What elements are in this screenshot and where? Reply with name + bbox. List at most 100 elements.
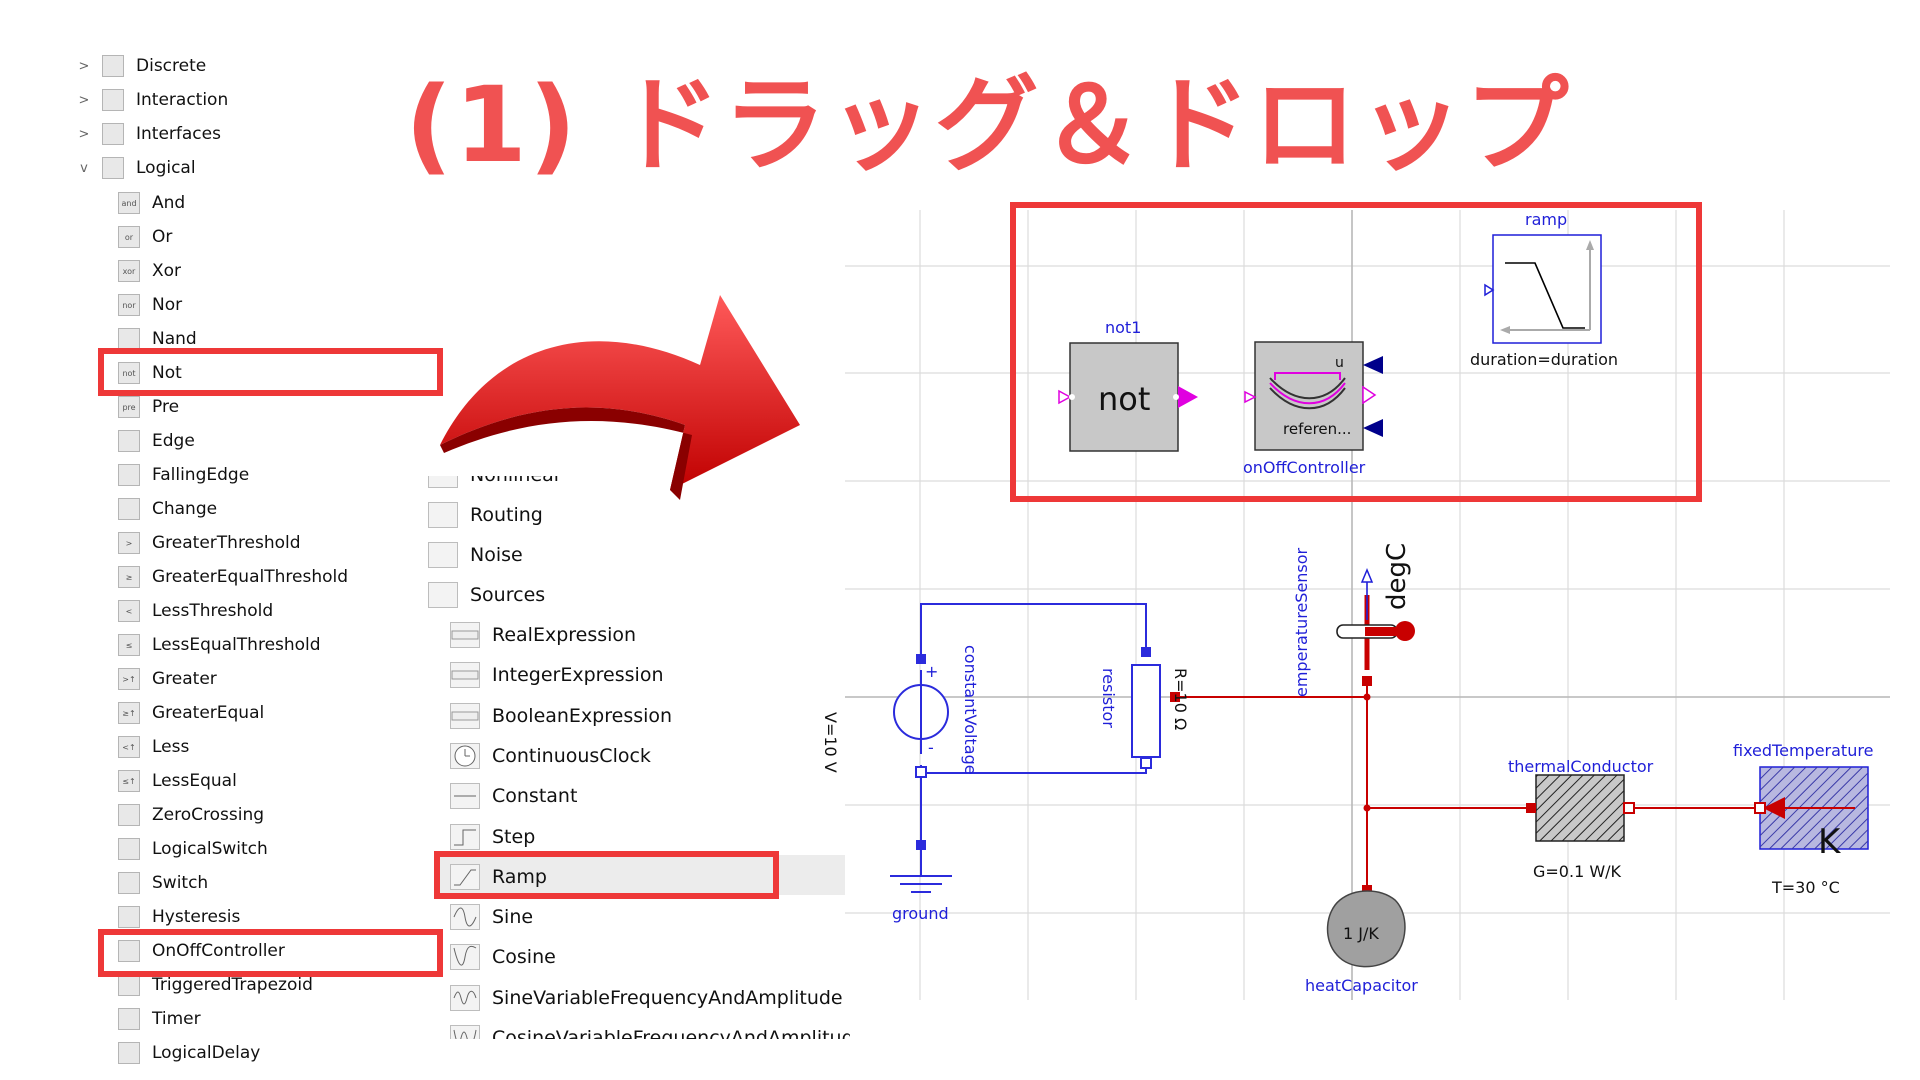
fallingedge-icon (118, 464, 140, 486)
fixed-temp-unit: K (1818, 822, 1841, 862)
library-item-cosinevariablefrequencyandamplitude[interactable]: CosineVariableFrequencyAndAmplitude (450, 1021, 850, 1039)
tree-item-greaterequal[interactable]: ≥↑GreaterEqual (118, 700, 264, 726)
greaterequalthreshold-icon: ≥ (118, 566, 140, 588)
lessequalthreshold-icon: ≤ (118, 634, 140, 656)
library-group-noise[interactable]: Noise (428, 538, 523, 572)
tree-item-lessequalthreshold[interactable]: ≤ LessEqualThreshold (118, 632, 321, 658)
library-item-step[interactable]: Step (450, 820, 535, 854)
tree-group-discrete[interactable]: >Discrete (74, 53, 206, 79)
lessthreshold-icon: < (118, 600, 140, 622)
tree-item-edge[interactable]: Edge (118, 428, 195, 454)
tree-item-xor[interactable]: xor Xor (118, 258, 181, 284)
lessequal-icon: ≤↑ (118, 770, 140, 792)
tree-item-lessequal[interactable]: ≤↑LessEqual (118, 768, 237, 794)
sinevariablefrequencyandamplitude-icon (450, 984, 480, 1011)
tree-item-hysteresis[interactable]: Hysteresis (118, 904, 240, 930)
tree-item-zerocrossing[interactable]: ZeroCrossing (118, 802, 264, 828)
tree-item-label: Pre (152, 397, 180, 417)
tree-item-logicalswitch[interactable]: LogicalSwitch (118, 836, 268, 862)
tree-item-label: Nand (152, 329, 197, 349)
resistor-symbol[interactable] (1131, 664, 1161, 758)
tree-item-label: LogicalDelay (152, 1043, 261, 1063)
voltage-plus: + (925, 662, 939, 681)
xor-icon: xor (118, 260, 140, 282)
highlight-dropped-blocks (1010, 202, 1702, 502)
tree-group-interaction[interactable]: >Interaction (74, 87, 228, 113)
interfaces-icon (102, 123, 124, 145)
tree-item-label: LessEqualThreshold (152, 635, 321, 655)
tree-item-label: Nor (152, 295, 183, 315)
tree-item-lessthreshold[interactable]: < LessThreshold (118, 598, 273, 624)
tree-item-label: Not (152, 363, 182, 383)
onoff-u-label: u (1335, 355, 1344, 371)
capacitor-param: 1 J/K (1343, 924, 1379, 943)
chevron-down-icon[interactable]: v (80, 160, 88, 176)
tree-item-label: And (152, 193, 186, 213)
highlight-ramp (434, 851, 779, 899)
chevron-right-icon[interactable]: > (78, 126, 90, 142)
library-item-booleanexpression[interactable]: BooleanExpression (450, 699, 672, 733)
onoff-u-port[interactable] (1363, 356, 1383, 374)
not-input-port[interactable] (1058, 389, 1072, 405)
not-output-port[interactable] (1178, 386, 1198, 408)
library-item-realexpression[interactable]: RealExpression (450, 618, 636, 652)
library-item-cosine[interactable]: Cosine (450, 940, 556, 974)
voltage-param: V=10 V (821, 712, 840, 773)
ramp-output-port[interactable] (1484, 283, 1495, 297)
tree-item-timer[interactable]: Timer (118, 1006, 201, 1032)
heat-capacitor-symbol[interactable] (1326, 890, 1406, 968)
resistor-param: R=10 Ω (1171, 668, 1190, 731)
library-item-constant[interactable]: Constant (450, 779, 577, 813)
edge-icon (118, 430, 140, 452)
library-item-sine[interactable]: Sine (450, 900, 533, 934)
noise-icon (428, 542, 458, 568)
tree-item-fallingedge[interactable]: FallingEdge (118, 462, 249, 488)
chevron-right-icon[interactable]: > (78, 58, 90, 74)
tree-item-triggeredtrapezoid[interactable]: TriggeredTrapezoid (118, 972, 313, 998)
onoffcontroller-block[interactable] (1254, 341, 1364, 451)
tree-item-change[interactable]: Change (118, 496, 217, 522)
highlight-onoffcontroller (98, 929, 443, 977)
timer-icon (118, 1008, 140, 1030)
tree-item-logicaldelay[interactable]: LogicalDelay (118, 1040, 260, 1066)
tree-group-interfaces[interactable]: >Interfaces (74, 121, 221, 147)
chevron-right-icon[interactable]: > (78, 92, 90, 108)
hysteresis-icon (118, 906, 140, 928)
switch-icon (118, 872, 140, 894)
tree-item-less[interactable]: <↑Less (118, 734, 189, 760)
tree-item-label: FallingEdge (152, 465, 250, 485)
tree-item-greaterthreshold[interactable]: > GreaterThreshold (118, 530, 301, 556)
routing-icon (428, 502, 458, 528)
greaterthreshold-icon: > (118, 532, 140, 554)
fixed-temp-name: fixedTemperature (1733, 741, 1874, 760)
nonlinear-icon (428, 476, 458, 488)
tree-item-label: Edge (152, 431, 195, 451)
tree-item-onoffcontroller[interactable]: OnOffController (118, 938, 285, 964)
library-group-sources[interactable]: Sources (428, 578, 545, 612)
tree-item-label: Hysteresis (152, 907, 241, 927)
temp-sensor-unit: degC (1382, 542, 1412, 610)
tree-item-greaterequalthreshold[interactable]: ≥GreaterEqualThreshold (118, 564, 348, 590)
voltage-minus: - (928, 738, 934, 757)
onoff-ref-port[interactable] (1363, 419, 1383, 437)
library-item-integerexpression[interactable]: IntegerExpression (450, 658, 663, 692)
library-item-continuousclock[interactable]: ContinuousClock (450, 739, 651, 773)
onoff-output-port[interactable] (1362, 385, 1377, 405)
library-item-ramp[interactable]: Ramp (450, 860, 547, 894)
tree-item-label: GreaterThreshold (152, 533, 301, 553)
library-group-nonlinear[interactable]: Nonlinear (428, 476, 562, 492)
tree-item-label: Xor (152, 261, 182, 281)
tree-item-label: LessThreshold (152, 601, 274, 621)
tree-item-greater[interactable]: >↑Greater (118, 666, 217, 692)
tree-item-switch[interactable]: Switch (118, 870, 208, 896)
continuousclock-icon (450, 742, 480, 769)
library-group-routing[interactable]: Routing (428, 498, 543, 532)
library-item-sinevariablefrequencyandamplitude[interactable]: SineVariableFrequencyAndAmplitude (450, 981, 843, 1015)
not-block[interactable] (1069, 342, 1179, 452)
